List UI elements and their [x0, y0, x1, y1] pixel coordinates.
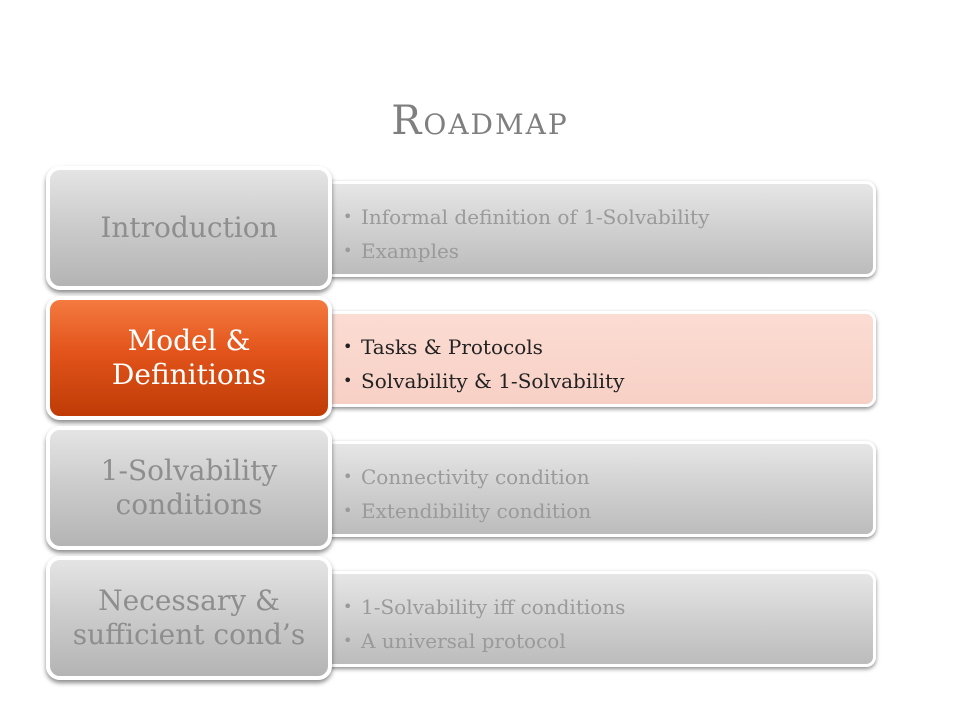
- section-details: 1-Solvability iff conditions A universal…: [310, 571, 876, 667]
- bullet-item: Informal definition of 1-Solvability: [343, 200, 709, 234]
- roadmap-row-necessary-sufficient: 1-Solvability iff conditions A universal…: [46, 556, 876, 686]
- section-label: Introduction: [46, 166, 332, 290]
- section-details: Tasks & Protocols Solvability & 1-Solvab…: [310, 311, 876, 407]
- section-label-text: 1-Solvability conditions: [100, 454, 278, 521]
- bullet-item: 1-Solvability iff conditions: [343, 590, 625, 624]
- roadmap-row-introduction: Informal definition of 1-Solvability Exa…: [46, 166, 876, 296]
- bullet-list: 1-Solvability iff conditions A universal…: [343, 590, 625, 658]
- section-label: Necessary & sufficient cond’s: [46, 556, 332, 680]
- section-details: Informal definition of 1-Solvability Exa…: [310, 181, 876, 277]
- roadmap-row-model-definitions: Tasks & Protocols Solvability & 1-Solvab…: [46, 296, 876, 426]
- section-label-text: Introduction: [100, 211, 278, 244]
- bullet-item: A universal protocol: [343, 624, 625, 658]
- section-label-active: Model & Definitions: [46, 296, 332, 420]
- bullet-item: Extendibility condition: [343, 494, 591, 528]
- section-label-text: Necessary & sufficient cond’s: [72, 584, 306, 651]
- section-label-text: Model & Definitions: [111, 324, 267, 391]
- bullet-item: Tasks & Protocols: [343, 330, 624, 364]
- section-label: 1-Solvability conditions: [46, 426, 332, 550]
- bullet-item: Examples: [343, 234, 709, 268]
- bullet-list: Connectivity condition Extendibility con…: [343, 460, 591, 528]
- bullet-item: Solvability & 1-Solvability: [343, 364, 624, 398]
- bullet-list: Tasks & Protocols Solvability & 1-Solvab…: [343, 330, 624, 398]
- bullet-list: Informal definition of 1-Solvability Exa…: [343, 200, 709, 268]
- section-details: Connectivity condition Extendibility con…: [310, 441, 876, 537]
- roadmap-row-conditions: Connectivity condition Extendibility con…: [46, 426, 876, 556]
- slide-title: Roadmap: [391, 98, 569, 144]
- bullet-item: Connectivity condition: [343, 460, 591, 494]
